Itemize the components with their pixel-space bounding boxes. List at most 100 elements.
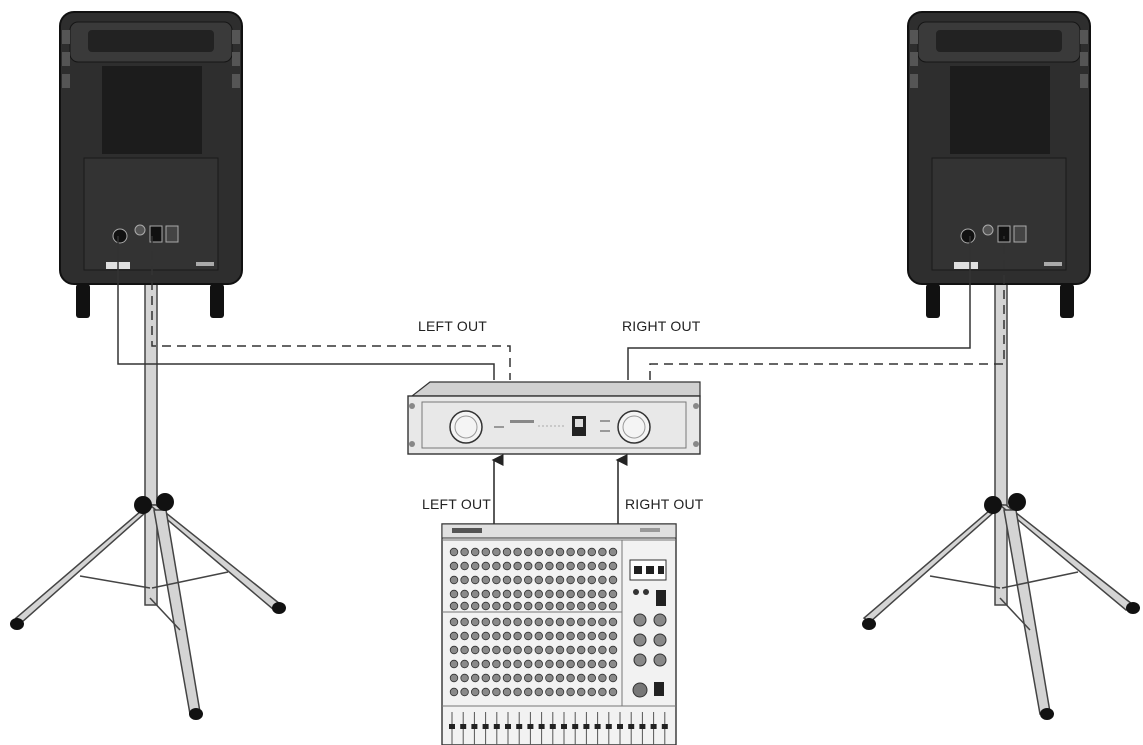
power-amplifier <box>407 381 701 455</box>
fader-cap <box>583 724 590 729</box>
mixer-knob <box>471 547 480 557</box>
mixer-knob <box>534 575 543 585</box>
mixer-knob <box>534 617 543 627</box>
mixer-knob <box>502 601 512 611</box>
mixer-knob <box>502 589 512 599</box>
mixer-knob <box>513 561 522 571</box>
mixer-knob <box>566 673 575 683</box>
mixer-knob <box>534 589 543 599</box>
mixer-knob <box>471 687 480 697</box>
mixer-knob <box>566 575 575 585</box>
mixer-knob <box>545 589 554 599</box>
mixer-knob <box>577 659 586 669</box>
mixer-knob <box>534 601 543 611</box>
mixer-knob <box>555 673 565 683</box>
mixer-knob <box>577 561 586 571</box>
mixer-knob <box>587 547 596 557</box>
mixer-knob <box>545 673 554 683</box>
mixer-knob <box>555 645 565 655</box>
mixing-console <box>441 523 677 745</box>
mixer-knob <box>449 645 459 655</box>
amp-right-out-label: RIGHT OUT <box>622 318 701 334</box>
mixer-knob <box>555 601 565 611</box>
mixer-knob <box>577 601 586 611</box>
mixer-knob <box>555 547 565 557</box>
mixer-knob <box>502 561 512 571</box>
mixer-knob <box>545 659 554 669</box>
fader-cap <box>594 724 601 729</box>
mixer-knob <box>449 617 459 627</box>
mixer-knob <box>481 561 490 571</box>
left-speaker-dashed-cable <box>151 236 511 380</box>
left-speaker-solid-cable <box>117 236 495 380</box>
mixer-knob <box>555 687 565 697</box>
right-speaker-solid-cable <box>627 236 971 380</box>
mixer-knob <box>524 631 533 641</box>
mixer-knob <box>566 589 575 599</box>
fader-cap <box>617 724 623 729</box>
mixer-knob <box>471 645 480 655</box>
mixer-knob <box>460 575 469 585</box>
mixer-knob <box>545 575 554 585</box>
mixer-knob <box>460 673 469 683</box>
mixer-knob <box>513 687 522 697</box>
mixer-knob <box>524 547 533 557</box>
mixer-knob <box>471 589 480 599</box>
mixer-knob <box>502 575 512 585</box>
mixer-knob <box>598 601 607 611</box>
mixer-knob <box>502 687 512 697</box>
mixer-knob <box>534 687 543 697</box>
mixer-knob <box>524 601 533 611</box>
mixer-knob <box>513 547 522 557</box>
mixer-knob <box>545 617 554 627</box>
fader-cap <box>482 724 489 729</box>
mixer-knob <box>577 687 586 697</box>
left-stand-joints <box>10 493 286 720</box>
mixer-knob <box>566 687 575 697</box>
mixer-knob <box>566 659 575 669</box>
mixer-knob <box>577 645 586 655</box>
mixer-knob <box>598 589 607 599</box>
mixer-knob <box>502 547 512 557</box>
mixer-knob <box>534 631 543 641</box>
mixer-knob <box>608 631 618 641</box>
fader-cap <box>628 724 635 729</box>
mixer-knob <box>524 687 533 697</box>
mixer-knob <box>502 617 512 627</box>
mixer-knob <box>492 659 501 669</box>
mixer-knob <box>449 601 459 611</box>
mixer-knob <box>587 589 596 599</box>
mixer-knob <box>587 631 596 641</box>
mixer-knob <box>545 601 554 611</box>
mixer-knob <box>502 659 512 669</box>
mixer-knob <box>471 631 480 641</box>
mixer-knob <box>608 645 618 655</box>
fader-cap <box>572 724 579 729</box>
mixer-knob <box>460 645 469 655</box>
mixer-knob <box>598 673 607 683</box>
mixer-knob <box>577 631 586 641</box>
mixer-knob <box>481 601 490 611</box>
mixer-knob <box>566 617 575 627</box>
mixer-knob <box>555 561 565 571</box>
fader-cap <box>661 724 668 729</box>
mixer-knob <box>608 575 618 585</box>
mixer-knob <box>492 575 501 585</box>
mixer-knob <box>513 601 522 611</box>
mixer-knob <box>460 589 469 599</box>
mixer-knob <box>608 561 618 571</box>
mixer-knob <box>566 547 575 557</box>
mixer-knob <box>481 631 490 641</box>
right-speaker <box>907 11 1091 318</box>
mixer-knob <box>513 631 522 641</box>
mixer-knob <box>608 673 618 683</box>
mixer-knob <box>608 617 618 627</box>
mixer-knob <box>587 687 596 697</box>
mixer-knob <box>545 561 554 571</box>
mixer-knob <box>608 659 618 669</box>
mixer-knob <box>449 631 459 641</box>
mixer-knob <box>492 673 501 683</box>
mixer-knob <box>598 631 607 641</box>
mixer-knob <box>555 659 565 669</box>
